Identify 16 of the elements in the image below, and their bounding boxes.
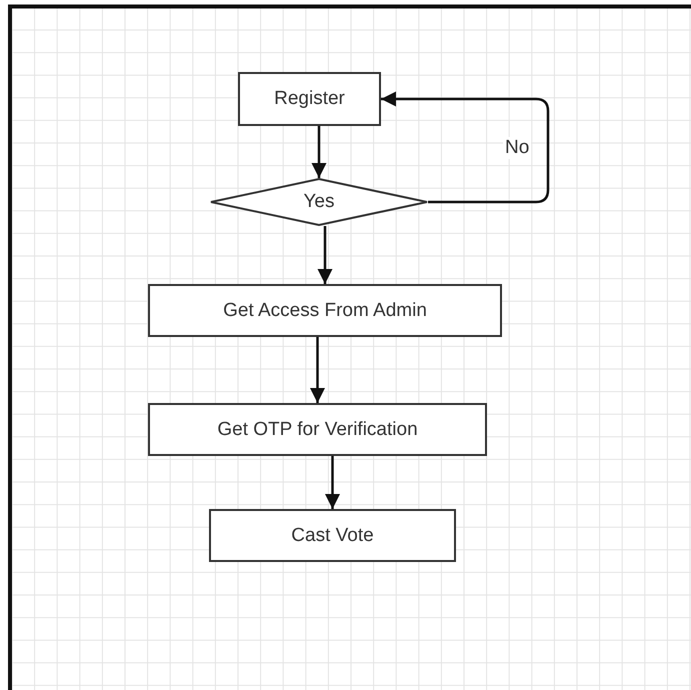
- decision-diamond: [210, 178, 428, 226]
- node-text: Yes: [304, 191, 334, 213]
- arrow: [312, 126, 326, 178]
- process-box: [209, 509, 456, 562]
- arrow: [381, 92, 550, 204]
- arrow: [310, 337, 325, 403]
- arrow: [325, 456, 340, 509]
- arrow: [318, 226, 332, 284]
- node-text: Get Access From Admin: [223, 300, 427, 322]
- node-text: Get OTP for Verification: [217, 418, 418, 440]
- process-box: [148, 284, 502, 337]
- process-box: [238, 72, 381, 126]
- process-box: [148, 403, 487, 456]
- edge-label: No: [503, 137, 532, 159]
- node-text: Register: [274, 88, 345, 110]
- node-text: Cast Vote: [291, 524, 374, 546]
